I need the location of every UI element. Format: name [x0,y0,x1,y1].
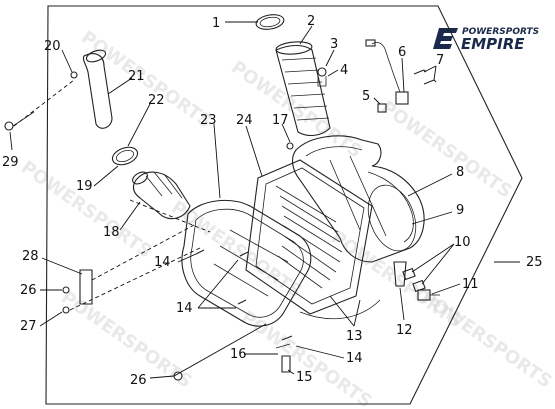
callout-6: 6 [398,45,406,60]
part-air-filter-element [245,159,373,315]
callout-26a: 26 [20,283,37,298]
brand-e-emblem-icon [433,28,458,49]
callout-19: 19 [76,179,93,194]
watermark-7: POWERSPORTS [57,287,195,393]
part-hose-clamp-top [255,14,285,30]
part-housing-gasket [367,184,417,252]
callout-10: 10 [454,235,471,250]
callout-7: 7 [436,53,444,68]
watermark-9: POWERSPORTS [417,287,555,393]
callout-8: 8 [456,165,464,180]
part-drain-hose [70,49,113,129]
brand-line-1: POWERSPORTS [462,27,539,37]
watermark-5: POWERSPORTS [167,197,305,303]
part-screws-pair [413,69,437,85]
brand-logo: POWERSPORTS EMPIRE [433,27,539,53]
part-bolt-29 [4,111,35,131]
brand-line-2: EMPIRE [461,35,525,53]
callout-14a: 14 [154,255,171,270]
callout-15: 15 [296,370,313,385]
part-lower-seal [299,299,381,320]
part-small-nut [377,103,387,113]
dashed-guide-29 [13,79,75,127]
callout-11: 11 [462,277,479,292]
callout-21: 21 [128,69,145,84]
callout-3: 3 [330,37,338,52]
callout-13: 13 [346,329,363,344]
callout-29: 29 [2,155,19,170]
part-lower-bracket [393,261,407,287]
callout-14b: 14 [176,301,193,316]
callout-22: 22 [148,93,165,108]
part-intake-snorkel [275,41,331,137]
callout-16: 16 [230,347,247,362]
callout-1: 1 [212,16,220,31]
callout-27: 27 [20,319,37,334]
part-airbox-housing [291,135,425,263]
watermark-1: POWERSPORTS [77,27,215,133]
watermark-3: POWERSPORTS [377,97,515,203]
callout-26b: 26 [130,373,147,388]
dashed-guide-18 [129,199,211,233]
callout-20: 20 [44,39,61,54]
callout-12: 12 [396,323,413,338]
callout-4: 4 [340,63,348,78]
part-drain-plug [417,289,440,301]
callout-17: 17 [272,113,289,128]
part-cover-screws [195,249,293,341]
watermark-layer: POWERSPORTS POWERSPORTS POWERSPORTS POWE… [17,27,555,409]
callout-18: 18 [103,225,120,240]
leader-lines [9,21,520,379]
callout-24: 24 [236,113,253,128]
callout-14c: 14 [346,351,363,366]
callout-5: 5 [362,89,370,104]
callout-2: 2 [307,14,315,29]
callout-28: 28 [22,249,39,264]
part-bolt-17 [286,142,294,150]
part-hose-clamp-lower [111,146,139,166]
callout-23: 23 [200,113,217,128]
dashed-guide-27 [69,247,201,311]
part-sensor-bolt [317,67,327,87]
callout-9: 9 [456,203,464,218]
part-intake-sensor-wire [365,39,409,105]
part-drain-check-valve [275,343,291,373]
dashed-guide-28 [91,223,197,281]
callout-25: 25 [526,255,543,270]
callout-labels: 1 2 3 4 5 6 7 8 9 10 11 12 13 14 14 14 1… [2,14,543,388]
assembly-boundary-outline [45,5,523,405]
